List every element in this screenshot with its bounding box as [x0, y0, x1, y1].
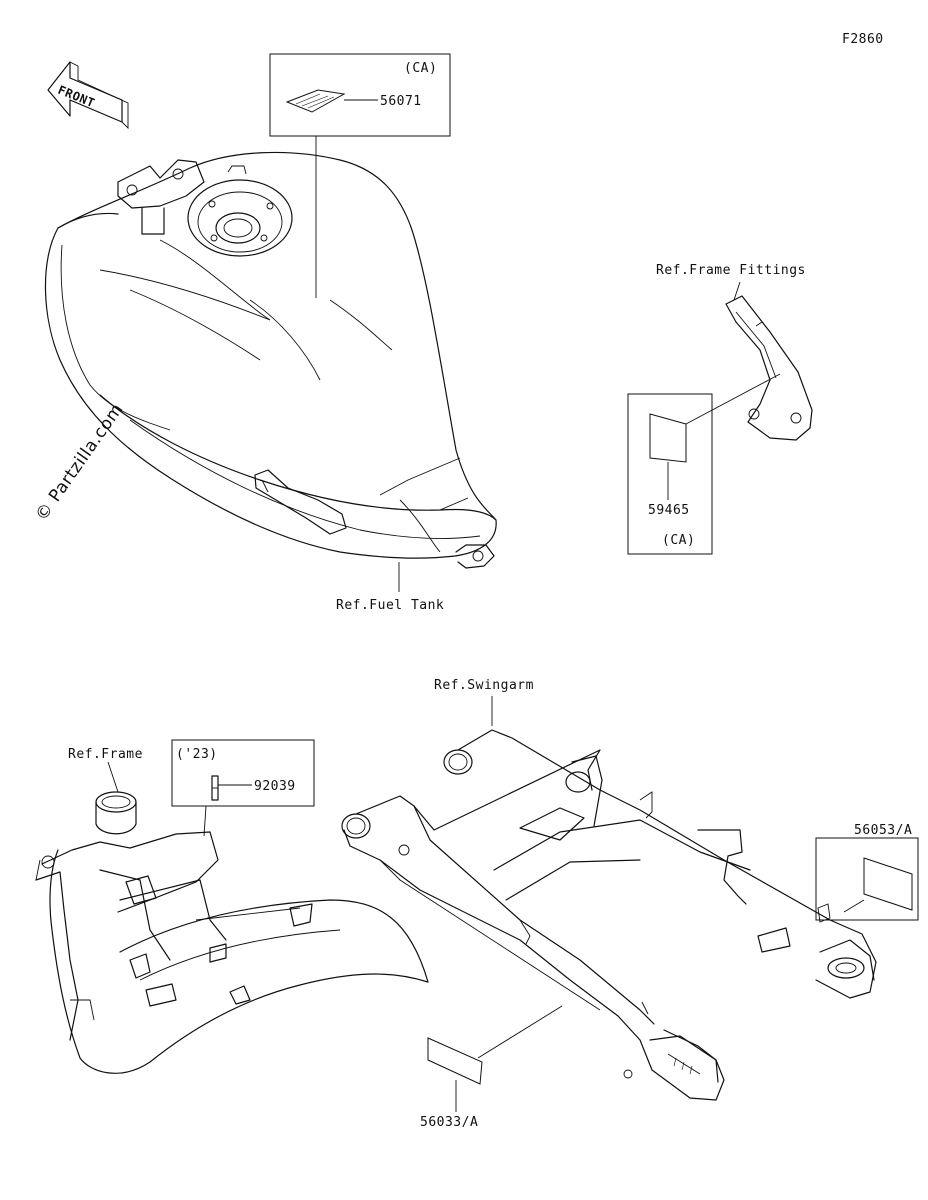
callout-56071-box: (CA) 56071	[269, 53, 451, 298]
callout-56053a: 56053/A	[815, 823, 919, 921]
frame-drawing	[35, 791, 429, 1074]
callout-59465-box: 59465 (CA)	[627, 373, 781, 555]
decal-56053a	[863, 857, 913, 911]
ref-frame-label: Ref.Frame	[68, 747, 143, 762]
label-year-23: ('23)	[176, 747, 218, 762]
label-ca-tank: (CA)	[404, 61, 437, 76]
decal-59465	[649, 413, 687, 463]
fuel-tank-drawing	[44, 151, 497, 569]
part-number-92039: 92039	[254, 779, 296, 794]
callout-56033a: 56033/A	[420, 1005, 563, 1130]
part-number-56053a: 56053/A	[854, 823, 912, 838]
label-ca-fittings: (CA)	[662, 533, 695, 548]
rivet-92039-icon	[211, 775, 219, 801]
decal-56033a	[427, 1037, 483, 1085]
frame-fittings-drawing	[725, 295, 813, 441]
ref-frame-fittings-label: Ref.Frame Fittings	[656, 263, 806, 278]
figure-id: F2860	[842, 32, 884, 47]
part-number-56033a: 56033/A	[420, 1115, 478, 1130]
front-arrow-icon: FRONT	[47, 61, 129, 130]
part-number-56071: 56071	[380, 94, 422, 109]
watermark: © Partzilla.com	[32, 400, 128, 525]
ref-swingarm-label: Ref.Swingarm	[434, 678, 534, 693]
part-number-59465: 59465	[648, 503, 690, 518]
ref-fuel-tank-label: Ref.Fuel Tank	[336, 598, 444, 613]
swingarm-drawing	[341, 729, 877, 1101]
frame-callout-box: ('23) 92039	[171, 739, 315, 837]
